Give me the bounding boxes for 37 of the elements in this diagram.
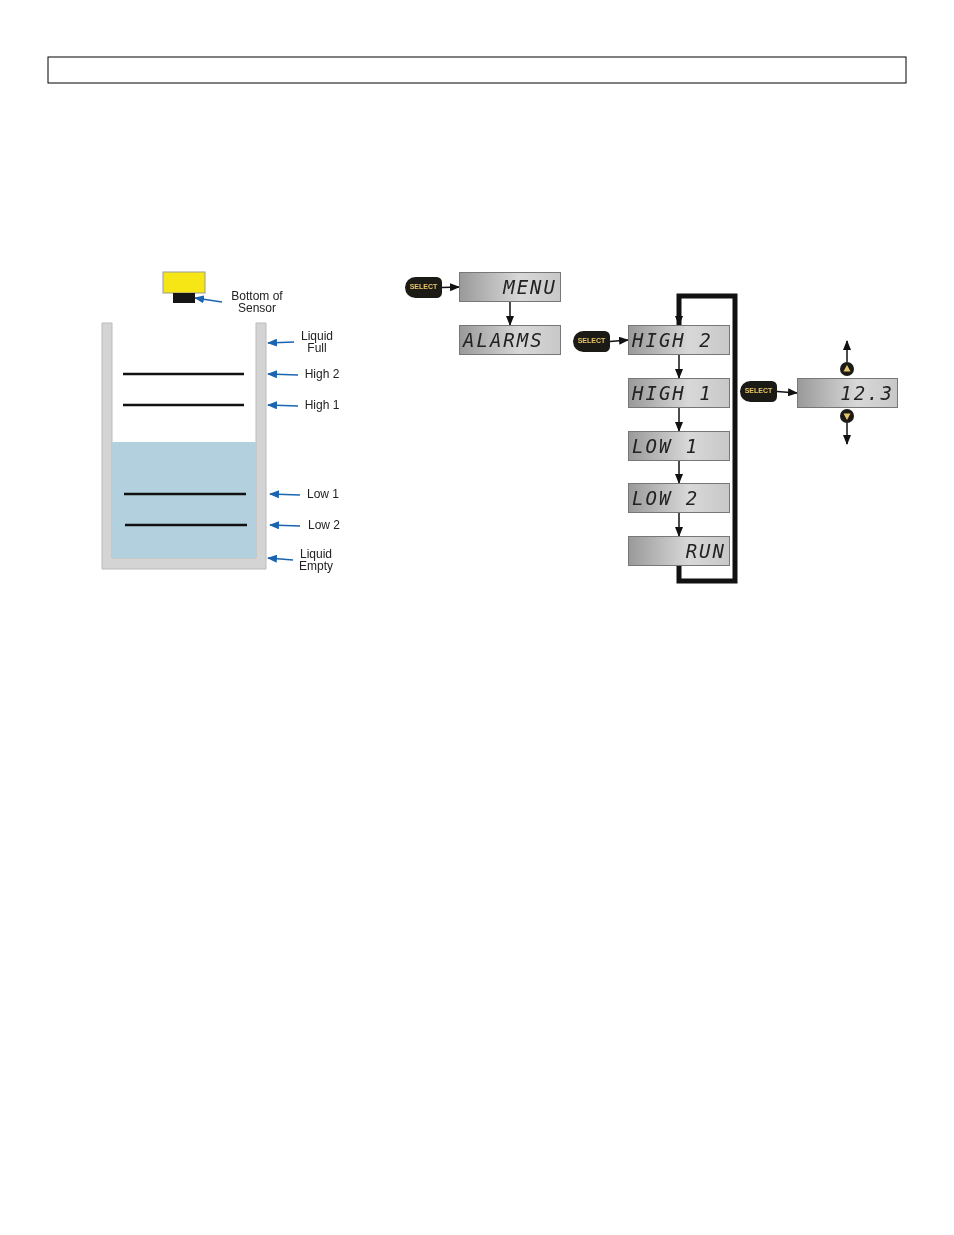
lcd-display: 12.3 (797, 378, 898, 408)
leader-arrow (267, 401, 299, 410)
arrow (776, 388, 798, 397)
arrow (609, 336, 629, 345)
sensor-face (173, 293, 195, 303)
lcd-display: RUN (628, 536, 730, 566)
lcd-display: HIGH 2 (628, 325, 730, 355)
lcd-display: ALARMS (459, 325, 561, 355)
arrow (441, 283, 460, 292)
level-label: High 1 (298, 399, 346, 413)
arrow (506, 301, 514, 326)
lcd-display: LOW 2 (628, 483, 730, 513)
lcd-display: HIGH 1 (628, 378, 730, 408)
arrow (675, 512, 683, 537)
arrow (843, 340, 851, 363)
leader-arrow (267, 338, 295, 347)
level-label: Liquid Full (294, 330, 340, 354)
level-label: High 2 (298, 368, 346, 382)
leader-arrow (194, 295, 223, 304)
arrow (675, 407, 683, 432)
level-label: Liquid Empty (293, 548, 339, 572)
level-label: Bottom of Sensor (222, 290, 292, 314)
arrow (675, 293, 738, 584)
up-button-icon (840, 362, 854, 376)
leader-arrow (269, 490, 301, 499)
lcd-display: MENU (459, 272, 561, 302)
tank-drawing (101, 322, 267, 570)
arrow (675, 354, 683, 379)
down-button-icon (840, 409, 854, 423)
leader-arrow (269, 521, 301, 530)
level-label: Low 2 (300, 519, 348, 533)
arrow (675, 460, 683, 484)
leader-arrow (267, 554, 294, 563)
lcd-display: LOW 1 (628, 431, 730, 461)
level-label: Low 1 (300, 488, 346, 502)
arrow (843, 422, 851, 445)
leader-arrow (267, 370, 299, 379)
